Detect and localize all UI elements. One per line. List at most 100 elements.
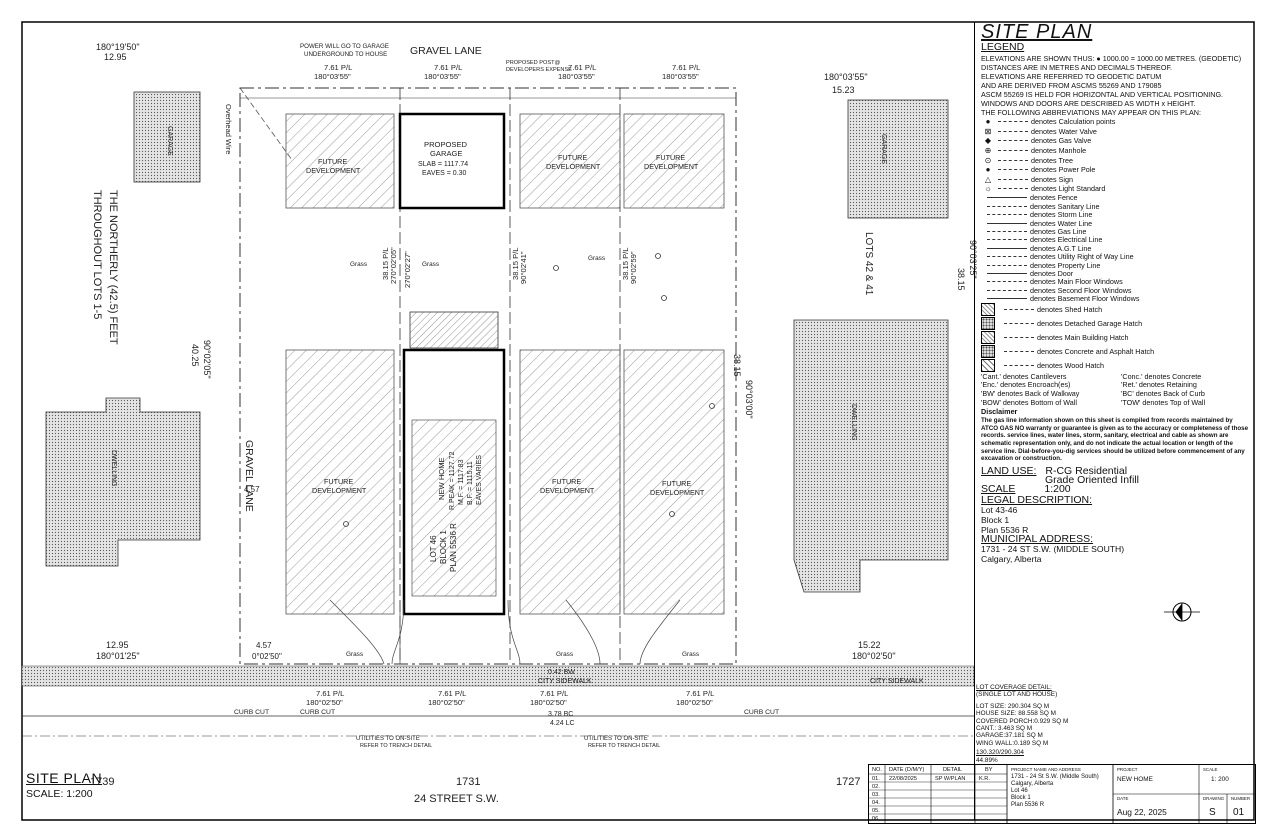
scale-row: SCALE 1:200 [981, 482, 1255, 495]
tb-addr-5: Plan 5536 R [1011, 802, 1045, 808]
legend-dash [1004, 365, 1034, 367]
bottom-scale-label: SCALE [26, 788, 61, 800]
curb-cut-1: CURB CUT [234, 709, 269, 716]
proposed-garage [398, 112, 506, 210]
pl-bot-3b: 180°02'50" [530, 698, 567, 707]
legend-line-row: denotes Main Floor Windows [981, 277, 1255, 287]
legend-line-sample [987, 205, 1027, 207]
legend-symbol-label: denotes Manhole [1031, 146, 1087, 156]
pl-top-2b: 180°03'55" [424, 72, 461, 81]
future-dev-4b: DEVELOPMENT [312, 486, 367, 495]
pl-bot-3: 7.61 P/L [540, 689, 568, 698]
legend-line-row: denotes Door [981, 269, 1255, 278]
land-use-value-1: R-CG Residential [1045, 464, 1128, 477]
legend-symbol-icon: ● [985, 117, 991, 127]
future-dev-2b: DEVELOPMENT [546, 162, 601, 171]
legend-line-label: denotes Gas Line [1030, 227, 1087, 237]
bearing-top-right: 180°03'55" [824, 72, 868, 82]
legend-symbol-icon: ⊙ [984, 155, 992, 165]
legend-symbol-label: denotes Gas Valve [1031, 136, 1092, 146]
tb-number: 01 [1233, 807, 1245, 818]
bc-dist: 3.78 BC [548, 711, 573, 718]
coverage-row: HOUSE SIZE: 88.558 SQ M [976, 710, 1056, 718]
legend-line-sample [987, 281, 1027, 283]
bearing-bot-right: 180°02'50" [852, 651, 896, 661]
legend-line-row: denotes Gas Line [981, 227, 1255, 237]
coverage-row: LOT SIZE: 290.304 SQ M [976, 702, 1050, 710]
garage-title-1: PROPOSED [424, 140, 468, 149]
tb-addr-1: 1731 - 24 St S.W. (Middle South) [1011, 774, 1099, 780]
pl-bot-2: 7.61 P/L [438, 689, 466, 698]
neighbour-dwelling-left [45, 397, 201, 567]
legend-abbreviation: 'Conc.' denotes Concrete [1121, 371, 1202, 381]
scale-value: 1:200 [1044, 482, 1071, 495]
legend-note: WINDOWS AND DOORS ARE DESCRIBED AS WIDTH… [981, 99, 1196, 108]
new-home-hatch [411, 419, 497, 597]
legend-dash [998, 178, 1028, 180]
coverage-fraction-top: 130.320/290.304 [976, 749, 1024, 757]
future-dev-3b: DEVELOPMENT [644, 162, 699, 171]
lc-dist: 4.24 LC [550, 720, 575, 727]
legend-line-row: denotes Water Line [981, 219, 1255, 228]
lane-bearing-bot: 0°02'50" [252, 652, 282, 661]
bearing-bot-left: 180°01'25" [96, 651, 140, 661]
future-garage-3 [519, 113, 621, 209]
grass-2: Grass [422, 261, 439, 268]
legend-symbol-icon: ☼ [984, 184, 992, 194]
grass-6: Grass [682, 651, 699, 658]
legend-dash [998, 188, 1028, 190]
legend-hatch-row: denotes Detached Garage Hatch [981, 317, 1255, 331]
lot-46: LOT 46 [429, 535, 438, 562]
city-sidewalk-band [21, 665, 975, 687]
tb-h-by: BY [985, 767, 993, 773]
curb-cut-2: CURB CUT [300, 709, 335, 716]
legend-symbol-row: ☼denotes Light Standard [981, 184, 1255, 194]
tb-drawing-h: DRAWING [1203, 796, 1225, 801]
dist-top-right: 15.23 [832, 85, 855, 95]
legend-line-row: denotes A.G.T Line [981, 244, 1255, 253]
legend-symbol-label: denotes Water Valve [1031, 126, 1097, 136]
pl-bot-4b: 180°02'50" [676, 698, 713, 707]
legend-line-row: denotes Fence [981, 193, 1255, 203]
legend-dash [998, 150, 1028, 152]
address-1727: 1727 [836, 776, 860, 788]
pl-bot-1b: 180°02'50" [306, 698, 343, 707]
lane-width-bot: 4.57 [256, 641, 272, 650]
pl-top-4: 7.61 P/L [672, 63, 700, 72]
legend-symbol-icon: ◆ [984, 136, 992, 146]
legend-line-label: denotes Fence [1030, 193, 1078, 203]
legal-lot: Lot 43-46 [981, 504, 1018, 515]
plan-5536r: PLAN 5536 R [449, 523, 458, 572]
pl-top-1: 7.61 P/L [324, 63, 352, 72]
pl-top-3: 7.61 P/L [568, 63, 596, 72]
new-home-label: NEW HOME [437, 457, 446, 500]
pl-top-4b: 180°03'55" [662, 72, 699, 81]
legend-dash [998, 169, 1028, 171]
north-arrow-icon [1164, 602, 1200, 622]
mid-bearing-5: 90°03'00" [744, 380, 754, 419]
wood-deck [409, 311, 499, 349]
land-use-label: LAND USE: [981, 464, 1037, 477]
legend-hatch-label: denotes Main Building Hatch [1037, 333, 1129, 343]
legend-symbol-row: ●denotes Calculation points [981, 117, 1255, 127]
sidewalk-dist: 0.42 BW [548, 669, 575, 676]
legend-line-label: denotes Main Floor Windows [1030, 277, 1123, 287]
legend-line-row: denotes Utility Right of Way Line [981, 252, 1255, 261]
walkway-lines-2 [565, 599, 681, 665]
tb-drawing: S [1209, 807, 1216, 818]
title-block-cell: SP W/PLAN [935, 776, 966, 782]
land-use-value-2: Grade Oriented Infill [1045, 473, 1139, 486]
tb-project: NEW HOME [1117, 776, 1153, 783]
legend-line-row: denotes Second Floor Windows [981, 286, 1255, 295]
title-block-cell: 06. [872, 816, 880, 822]
legend-line-label: denotes Storm Line [1030, 210, 1093, 220]
power-note-2: UNDERGROUND TO HOUSE [304, 51, 387, 58]
tb-number-h: NUMBER [1231, 796, 1251, 801]
title-block-cell: 01. [872, 776, 880, 782]
legend-line-label: denotes Sanitary Line [1030, 201, 1100, 211]
side-right-dist: 38.15 [956, 268, 966, 291]
legend-line-sample [987, 289, 1027, 291]
legend-line-sample [987, 214, 1027, 216]
legend-abbreviation: 'Ret.' denotes Retaining [1121, 380, 1197, 390]
grass-3: Grass [588, 255, 605, 262]
